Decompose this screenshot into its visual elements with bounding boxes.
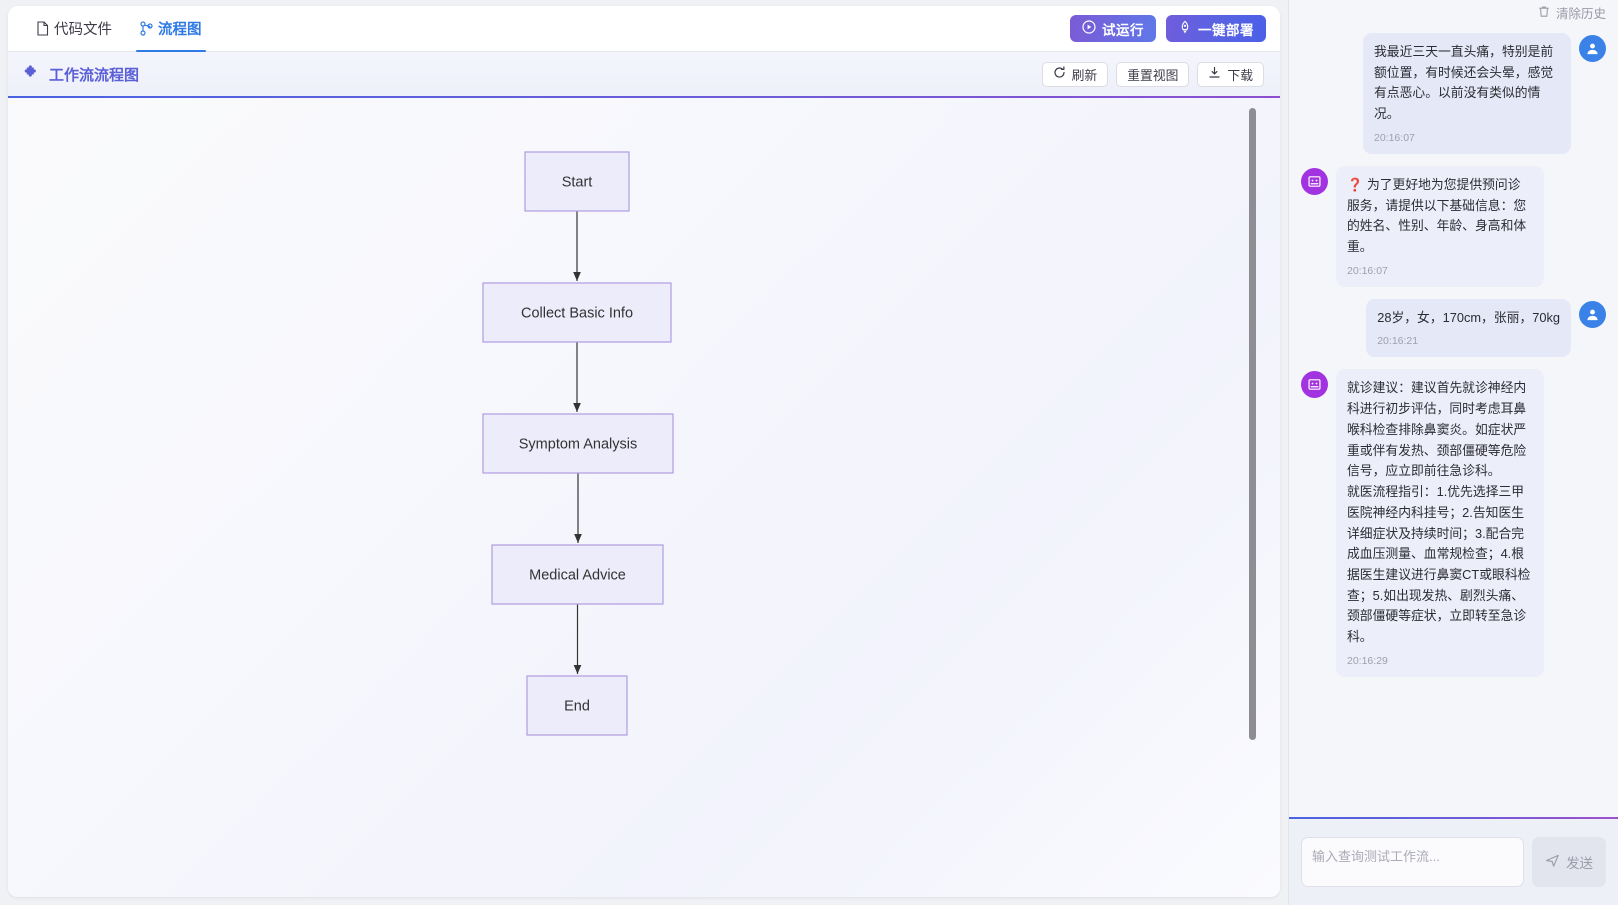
flowchart-header: 工作流流程图 刷新 重置视图 <box>8 52 1280 98</box>
chat-message-user: 我最近三天一直头痛，特别是前额位置，有时候还会头晕，感觉有点恶心。以前没有类似的… <box>1301 33 1606 154</box>
chat-message-bot: 就诊建议：建议首先就诊神经内科进行初步评估，同时考虑耳鼻喉科检查排除鼻窦炎。如症… <box>1301 369 1606 677</box>
download-label: 下载 <box>1227 67 1253 83</box>
flow-node-end[interactable]: End <box>526 675 628 736</box>
chat-input[interactable] <box>1301 837 1524 887</box>
send-icon <box>1545 853 1560 871</box>
chat-message-list[interactable]: 我最近三天一直头痛，特别是前额位置，有时候还会头晕，感觉有点恶心。以前没有类似的… <box>1289 25 1618 817</box>
user-icon <box>1579 35 1606 62</box>
trash-icon <box>1538 5 1550 21</box>
refresh-button[interactable]: 刷新 <box>1041 61 1109 87</box>
flowchart-toolbar: 刷新 重置视图 下载 <box>1041 52 1264 96</box>
reset-view-label: 重置视图 <box>1127 67 1179 83</box>
branch-icon <box>140 21 153 36</box>
chat-timestamp: 20:16:21 <box>1377 335 1419 348</box>
chat-message-text: ❓为了更好地为您提供预问诊服务，请提供以下基础信息：您的姓名、性别、年龄、身高和… <box>1347 176 1527 255</box>
robot-icon <box>1301 167 1328 195</box>
trial-run-label: 试运行 <box>1102 22 1144 38</box>
chat-message-text: 我最近三天一直头痛，特别是前额位置，有时候还会头晕，感觉有点恶心。以前没有类似的… <box>1374 44 1554 122</box>
send-button[interactable]: 发送 <box>1532 837 1606 887</box>
puzzle-icon <box>24 64 40 84</box>
flow-node-label: Symptom Analysis <box>519 437 637 453</box>
tab-flowchart[interactable]: 流程图 <box>126 6 216 52</box>
flow-node-label: Start <box>562 175 593 191</box>
chat-bubble: 就诊建议：建议首先就诊神经内科进行初步评估，同时考虑耳鼻喉科检查排除鼻窦炎。如症… <box>1336 369 1544 677</box>
tab-code-file-label: 代码文件 <box>54 22 112 38</box>
flow-node-symptom[interactable]: Symptom Analysis <box>482 413 674 474</box>
clear-history-label: 清除历史 <box>1555 7 1606 21</box>
chat-pane: 清除历史 我最近三天一直头痛，特别是前额位置，有时候还会头晕，感觉有点恶心。以前… <box>1288 0 1618 905</box>
tab-bar: 代码文件 流程图 <box>8 6 1280 52</box>
canvas-scrollbar-thumb[interactable] <box>1249 108 1256 740</box>
play-circle-icon <box>1082 20 1096 37</box>
workflow-card: 代码文件 流程图 <box>8 6 1280 897</box>
chat-message-text: 就诊建议：建议首先就诊神经内科进行初步评估，同时考虑耳鼻喉科检查排除鼻窦炎。如症… <box>1347 380 1531 645</box>
chat-timestamp: 20:16:29 <box>1347 654 1388 667</box>
question-mark-icon: ❓ <box>1347 176 1363 192</box>
chat-bubble: 28岁，女，170cm，张丽，70kg 20:16:21 <box>1366 298 1571 358</box>
chat-message-user: 28岁，女，170cm，张丽，70kg 20:16:21 <box>1301 298 1606 358</box>
flowchart-title-group: 工作流流程图 <box>24 64 139 85</box>
chat-header: 清除历史 <box>1289 0 1618 25</box>
download-button[interactable]: 下载 <box>1197 61 1264 87</box>
chat-bubble: 我最近三天一直头痛，特别是前额位置，有时候还会头晕，感觉有点恶心。以前没有类似的… <box>1363 33 1571 154</box>
chat-composer: 发送 <box>1289 817 1618 905</box>
chat-message-bot: ❓为了更好地为您提供预问诊服务，请提供以下基础信息：您的姓名、性别、年龄、身高和… <box>1301 165 1606 287</box>
rocket-icon <box>1178 20 1192 37</box>
flowchart-title: 工作流流程图 <box>49 66 140 84</box>
flow-node-label: Medical Advice <box>529 568 626 584</box>
tab-code-file[interactable]: 代码文件 <box>22 6 126 51</box>
one-click-deploy-label: 一键部署 <box>1198 22 1254 38</box>
flow-node-collect[interactable]: Collect Basic Info <box>482 282 672 343</box>
robot-icon <box>1301 371 1328 399</box>
chat-message-text: 28岁，女，170cm，张丽，70kg <box>1377 309 1560 325</box>
flow-node-label: End <box>564 699 590 715</box>
file-icon <box>36 21 49 36</box>
trial-run-button[interactable]: 试运行 <box>1070 15 1156 42</box>
refresh-label: 刷新 <box>1071 67 1098 83</box>
send-label: 发送 <box>1566 856 1593 871</box>
user-icon <box>1579 300 1606 328</box>
chat-timestamp: 20:16:07 <box>1347 264 1388 277</box>
reset-view-button[interactable]: 重置视图 <box>1116 61 1190 87</box>
clear-history-button[interactable]: 清除历史 <box>1538 3 1606 22</box>
workflow-pane: 代码文件 流程图 <box>8 6 1280 897</box>
chat-timestamp: 20:16:07 <box>1374 131 1415 144</box>
flow-node-label: Collect Basic Info <box>521 306 633 322</box>
chat-bubble: ❓为了更好地为您提供预问诊服务，请提供以下基础信息：您的姓名、性别、年龄、身高和… <box>1336 165 1544 287</box>
tab-actions: 试运行 一键部署 <box>1070 6 1266 51</box>
flow-node-advice[interactable]: Medical Advice <box>491 544 664 605</box>
refresh-icon <box>1053 66 1066 82</box>
flow-node-start[interactable]: Start <box>524 151 630 212</box>
one-click-deploy-button[interactable]: 一键部署 <box>1166 15 1266 42</box>
tab-flowchart-label: 流程图 <box>158 22 202 38</box>
download-icon <box>1208 66 1221 82</box>
